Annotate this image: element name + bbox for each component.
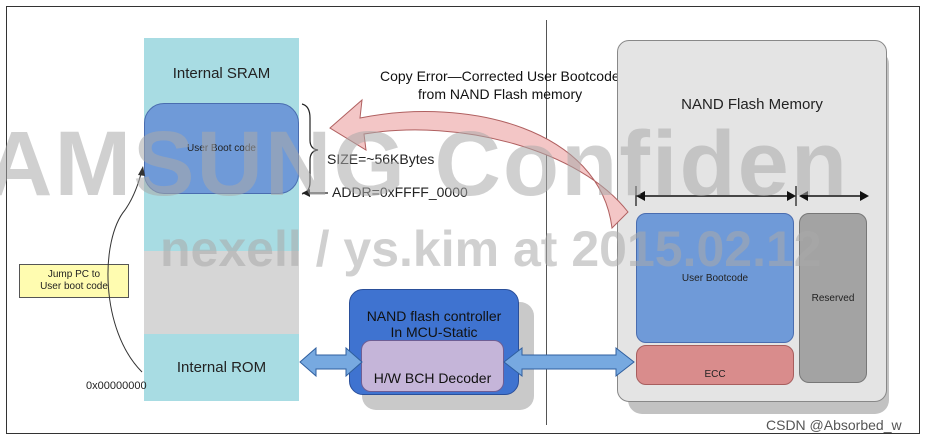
copy-label-line1: Copy Error—Corrected User Bootcode bbox=[380, 68, 620, 84]
user-boot-code-block: User Boot code bbox=[144, 103, 299, 194]
divider-line bbox=[546, 20, 547, 425]
size-brace bbox=[301, 103, 319, 195]
user-boot-code-label: User Boot code bbox=[187, 143, 256, 154]
sram-addr-label: ADDR=0xFFFF_0000 bbox=[332, 184, 468, 200]
nand-ecc-block: ECC bbox=[636, 345, 794, 385]
decoder-label: H/W BCH Decoder bbox=[373, 370, 492, 386]
reserved-width-arrow-right-head bbox=[860, 191, 869, 201]
nand-width-arrow-left-head bbox=[636, 191, 645, 201]
nand-ecc-label: ECC bbox=[704, 368, 726, 380]
nand-title: NAND Flash Memory bbox=[681, 96, 823, 113]
jump-pc-note: Jump PC to User boot code bbox=[19, 264, 129, 298]
diagram-frame bbox=[6, 6, 920, 434]
controller-title-line1: NAND flash controller bbox=[366, 308, 502, 324]
nand-reserved-label: Reserved bbox=[811, 292, 855, 304]
hw-bch-decoder: H/W BCH Decoder bbox=[361, 340, 504, 392]
credit-label: CSDN @Absorbed_w bbox=[766, 417, 902, 433]
jump-arrow-head bbox=[138, 166, 145, 176]
nand-width-arrow-right-head bbox=[787, 191, 796, 201]
copy-label-line2: from NAND Flash memory bbox=[418, 86, 583, 102]
jump-note-line2: User boot code bbox=[40, 281, 108, 292]
jump-note-line1: Jump PC to bbox=[47, 269, 101, 280]
controller-title-line2: In MCU-Static bbox=[390, 324, 478, 340]
rom-address-label: 0x00000000 bbox=[86, 380, 147, 392]
copy-curved-arrow bbox=[329, 98, 629, 230]
internal-rom-block: Internal ROM bbox=[144, 334, 299, 401]
unused-region bbox=[144, 251, 299, 334]
internal-rom-title: Internal ROM bbox=[176, 359, 267, 376]
sram-size-label: SIZE=~56KBytes bbox=[327, 151, 435, 167]
jump-arrow bbox=[107, 169, 143, 373]
nand-user-bootcode-block: User Bootcode bbox=[636, 213, 794, 343]
nand-user-bootcode-label: User Bootcode bbox=[681, 272, 749, 284]
reserved-width-arrow-left-head bbox=[799, 191, 808, 201]
addr-arrow-head bbox=[302, 189, 310, 197]
controller-nand-bus-arrow bbox=[503, 346, 635, 378]
nand-reserved-block: Reserved bbox=[799, 213, 867, 383]
rom-controller-bus-arrow bbox=[299, 346, 363, 378]
internal-sram-title: Internal SRAM bbox=[172, 65, 271, 82]
